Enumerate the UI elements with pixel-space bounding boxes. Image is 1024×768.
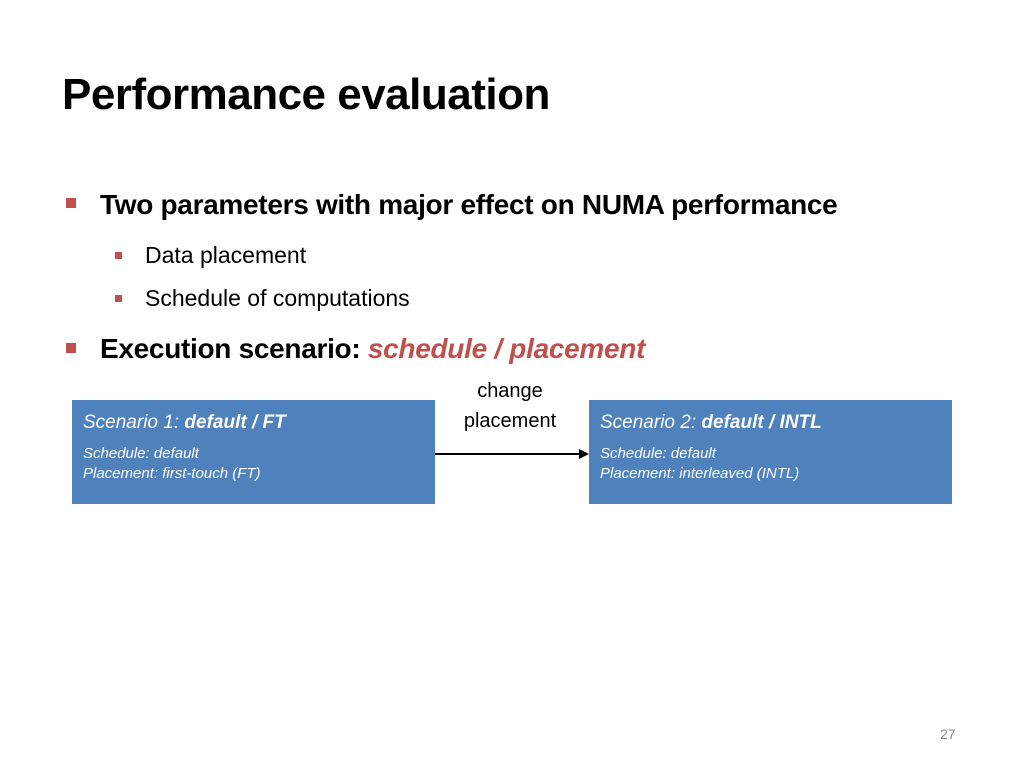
sub-bullet-square-icon: [115, 252, 122, 259]
sub-bullet-data-placement: Data placement: [145, 242, 307, 268]
sub-bullet-square-icon: [115, 295, 122, 302]
scenario-2-box: Scenario 2: default / INTL Schedule: def…: [589, 400, 952, 504]
bullet-square-icon: [66, 343, 76, 353]
arrow-label: change placement: [440, 376, 580, 436]
scenario-1-heading: Scenario 1: default / FT: [83, 412, 435, 434]
scenario-2-name: default / INTL: [701, 412, 822, 433]
scenario-2-heading: Scenario 2: default / INTL: [600, 412, 952, 434]
arrow-label-line2: placement: [463, 410, 557, 432]
scenario-2-placement: Placement: interleaved (INTL): [600, 465, 800, 482]
bullet-two-parameters: Two parameters with major effect on NUMA…: [100, 189, 838, 220]
scenario-2-schedule: Schedule: default: [600, 445, 716, 462]
scenario-2-prefix: Scenario 2:: [600, 412, 702, 433]
slide-title: Performance evaluation: [62, 70, 550, 119]
scenario-1-prefix: Scenario 1:: [83, 412, 185, 433]
scenario-1-schedule: Schedule: default: [83, 445, 199, 462]
bullet-square-icon: [66, 198, 76, 208]
bullet-execution-scenario: Execution scenario: schedule / placement: [100, 333, 645, 365]
arrow-label-line1: change: [477, 380, 543, 402]
sub-bullet-schedule: Schedule of computations: [145, 285, 410, 311]
scenario-1-placement: Placement: first-touch (FT): [83, 465, 261, 482]
right-arrow-icon: [435, 449, 589, 459]
scenario-1-name: default / FT: [184, 412, 286, 433]
scenario-1-box: Scenario 1: default / FT Schedule: defau…: [72, 400, 435, 504]
page-number: 27: [940, 726, 956, 742]
execution-scenario-label: Execution scenario:: [100, 333, 368, 364]
execution-scenario-accent: schedule / placement: [367, 333, 646, 364]
